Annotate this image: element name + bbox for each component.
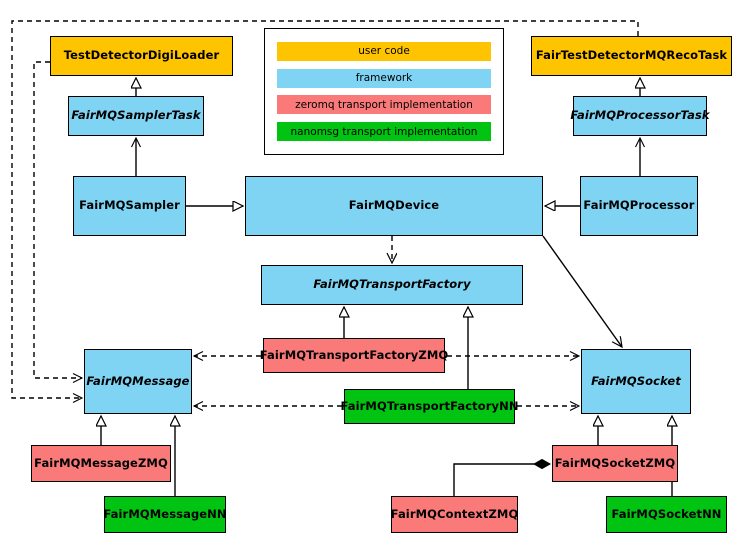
- legend-item-user-code: user code: [277, 41, 491, 61]
- class-box-fairmqtransportfactorynn[interactable]: FairMQTransportFactoryNN: [340, 389, 518, 424]
- class-label: FairMQProcessor: [583, 198, 695, 213]
- class-label: FairMQMessageZMQ: [34, 455, 168, 470]
- class-box-fairmqdevice[interactable]: FairMQDevice: [245, 176, 543, 236]
- class-box-fairmqtransportfactoryzmq[interactable]: FairMQTransportFactoryZMQ: [260, 338, 448, 373]
- legend-label: user code: [358, 45, 410, 58]
- class-label: FairMQMessageNN: [103, 506, 227, 521]
- legend-label: zeromq transport implementation: [295, 98, 473, 111]
- class-label: FairTestDetectorMQRecoTask: [535, 48, 728, 63]
- class-label: FairMQDevice: [348, 198, 440, 213]
- class-box-fairmqsocketzmq[interactable]: FairMQSocketZMQ: [552, 445, 678, 482]
- class-label: FairMQMessage: [86, 373, 190, 388]
- legend-item-zeromq: zeromq transport implementation: [277, 95, 491, 115]
- class-box-fairtestdetectormqrecotask[interactable]: FairTestDetectorMQRecoTask: [531, 36, 732, 76]
- class-box-fairmqprocessor[interactable]: FairMQProcessor: [580, 176, 698, 236]
- legend-label: framework: [355, 72, 413, 85]
- legend-label: nanomsg transport implementation: [290, 125, 478, 138]
- class-box-fairmqsocketnn[interactable]: FairMQSocketNN: [606, 496, 727, 533]
- class-box-fairmqprocessortask[interactable]: FairMQProcessorTask: [570, 96, 710, 136]
- edge-device-to-socket: [542, 235, 622, 347]
- class-box-fairmqtransportfactory[interactable]: FairMQTransportFactory: [261, 265, 523, 305]
- class-label: FairMQTransportFactoryZMQ: [259, 347, 449, 362]
- class-box-fairmqsocket[interactable]: FairMQSocket: [581, 349, 691, 414]
- class-label: FairMQSamplerTask: [71, 108, 201, 123]
- class-label: FairMQContextZMQ: [390, 506, 519, 521]
- class-label: FairMQProcessorTask: [570, 108, 710, 123]
- class-label: TestDetectorDigiLoader: [63, 48, 220, 63]
- class-label: FairMQTransportFactoryNN: [340, 398, 519, 413]
- class-box-fairmqmessagezmq[interactable]: FairMQMessageZMQ: [31, 445, 171, 482]
- class-box-fairmqmessagenn[interactable]: FairMQMessageNN: [103, 496, 227, 533]
- class-label: FairMQSocketNN: [611, 506, 722, 521]
- legend-panel: user code framework zeromq transport imp…: [264, 28, 504, 155]
- class-box-fairmqsampler[interactable]: FairMQSampler: [73, 176, 186, 236]
- legend-item-nanomsg: nanomsg transport implementation: [277, 122, 491, 142]
- class-label: FairMQSocket: [591, 373, 681, 388]
- class-label: FairMQSocketZMQ: [554, 455, 676, 470]
- class-box-testdetectordigiloader[interactable]: TestDetectorDigiLoader: [50, 36, 233, 76]
- legend-item-framework: framework: [277, 68, 491, 88]
- class-label: FairMQSampler: [79, 198, 180, 213]
- class-box-fairmqcontextzmq[interactable]: FairMQContextZMQ: [391, 496, 518, 533]
- class-box-fairmqsamplertask[interactable]: FairMQSamplerTask: [68, 96, 204, 136]
- class-box-fairmqmessage[interactable]: FairMQMessage: [84, 349, 192, 414]
- class-label: FairMQTransportFactory: [313, 277, 471, 292]
